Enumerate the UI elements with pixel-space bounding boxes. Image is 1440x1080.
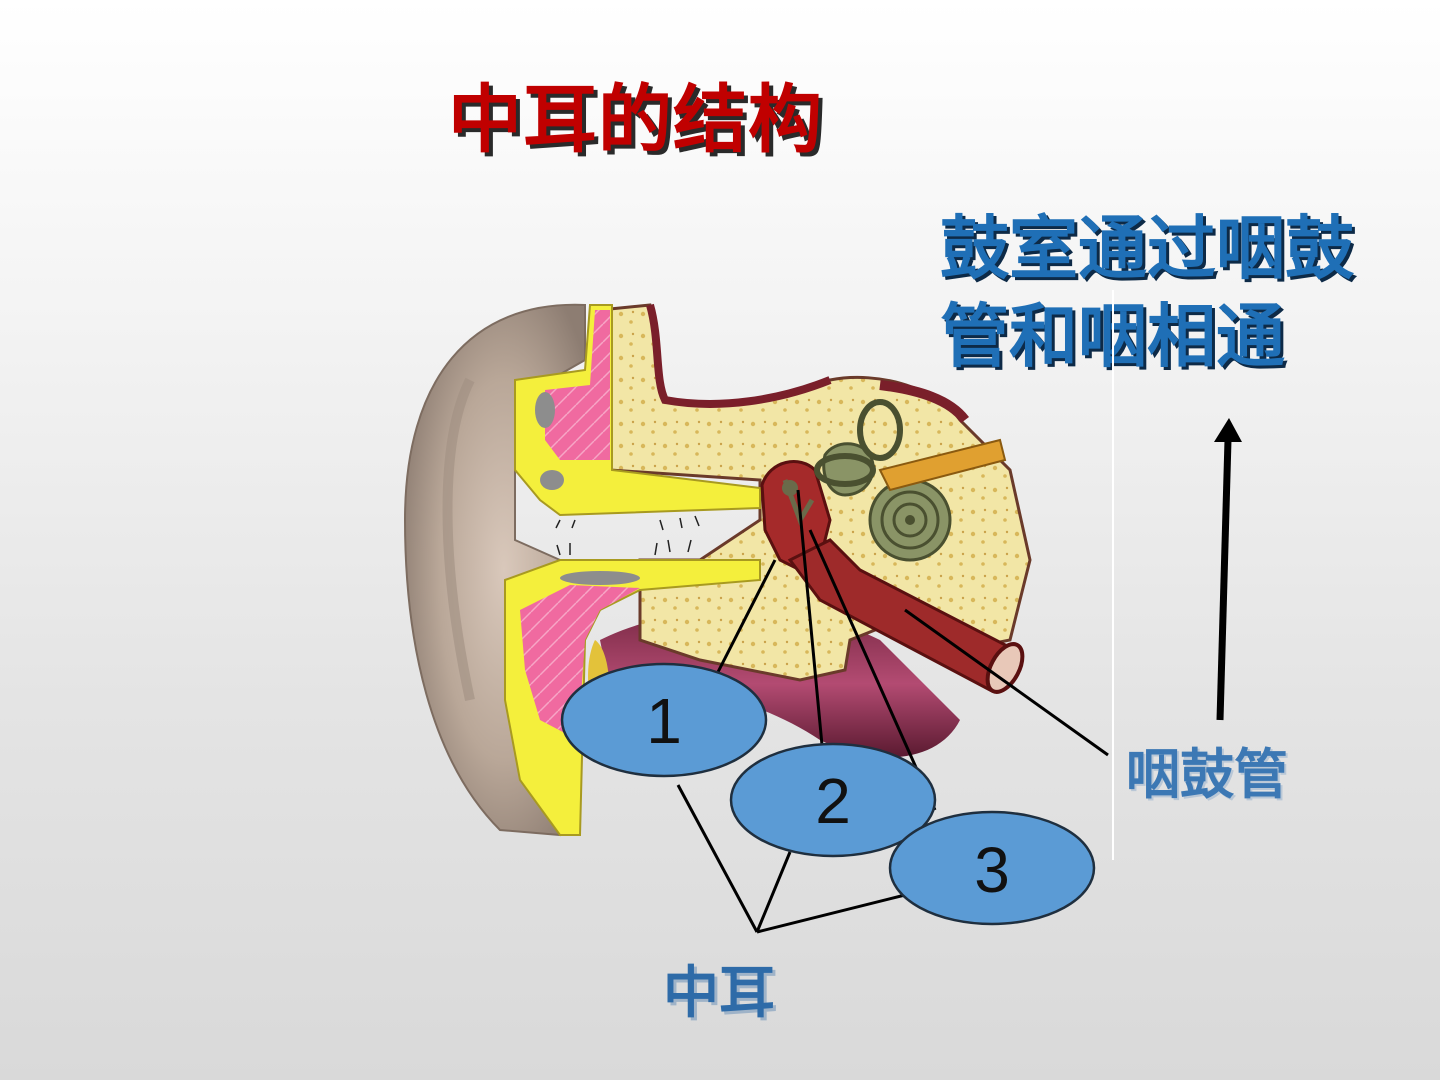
callout-1-number: 1 [646,685,682,757]
up-arrow [1214,418,1242,720]
eustachian-tube-label: 咽鼓管 [1126,730,1288,809]
ear-canal-hairs [556,516,699,555]
middle-ear-label: 中耳 [663,948,775,1029]
callout-3-number: 3 [974,834,1010,906]
callout-3[interactable]: 3 [890,812,1094,924]
callout-1[interactable]: 1 [562,664,766,776]
callout-2-number: 2 [815,765,851,837]
